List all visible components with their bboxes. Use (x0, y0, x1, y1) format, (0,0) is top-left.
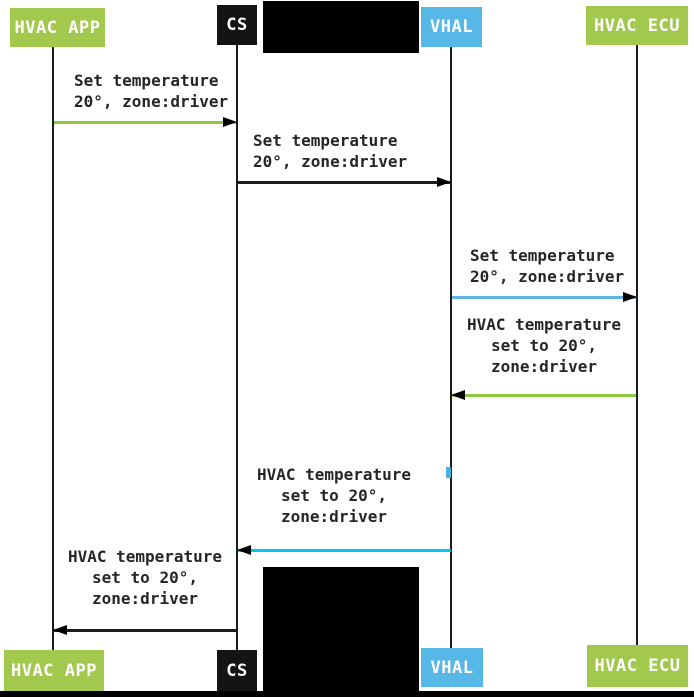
participant-hvac-ecu-bottom: HVAC ECU (587, 645, 688, 687)
message-line: zone:driver (281, 507, 387, 526)
arrow-vhal-to-cs (237, 545, 451, 555)
message-label-set-temp-cs-vhal: Set temperature 20°, zone:driver (253, 130, 407, 172)
lifeline-hvac-ecu (636, 45, 638, 645)
message-line: HVAC temperature (67, 547, 223, 566)
message-label-temp-set-cs-app: HVAC temperature set to 20°, zone:driver (47, 546, 243, 609)
message-line: Set temperature (470, 246, 615, 265)
message-label-temp-set-vhal-cs: HVAC temperature set to 20°, zone:driver (236, 464, 432, 527)
arrowhead-left (451, 390, 465, 400)
arrow-shaft (452, 394, 636, 397)
participant-vhal-bottom: VHAL (421, 648, 483, 687)
arrow-hvac-app-to-cs (54, 117, 237, 127)
participant-hvac-app-top: HVAC APP (10, 8, 105, 47)
redacted-region-bottom (263, 567, 419, 693)
activation-tick (446, 467, 451, 478)
arrow-cs-to-hvac-app (53, 625, 236, 635)
message-line: Set temperature (253, 131, 398, 150)
message-line: 20°, zone:driver (74, 92, 229, 111)
arrow-shaft (54, 121, 236, 124)
message-line: set to 20°, (92, 568, 198, 587)
arrowhead-left (237, 545, 251, 555)
arrow-hvac-ecu-to-vhal (451, 390, 636, 400)
message-line: 20°, zone:driver (470, 267, 625, 286)
message-line: set to 20°, (281, 486, 387, 505)
message-line: set to 20°, (491, 336, 597, 355)
arrowhead-left (53, 625, 67, 635)
arrowhead-right (223, 117, 237, 127)
message-label-temp-set-ecu-vhal: HVAC temperature set to 20°, zone:driver (451, 314, 637, 377)
arrow-shaft (452, 296, 636, 299)
redacted-bottom-strip (0, 691, 694, 697)
message-label-set-temp-app-cs: Set temperature 20°, zone:driver (74, 70, 228, 112)
participant-cs-top: CS (217, 5, 257, 45)
arrow-shaft (238, 549, 451, 552)
message-line: Set temperature (74, 71, 219, 90)
message-line: zone:driver (92, 589, 198, 608)
message-line: HVAC temperature (256, 465, 412, 484)
lifeline-vhal (450, 47, 452, 648)
arrowhead-right (623, 292, 637, 302)
message-line: HVAC temperature (466, 315, 622, 334)
participant-cs-bottom: CS (217, 650, 257, 691)
message-label-set-temp-vhal-ecu: Set temperature 20°, zone:driver (470, 245, 624, 287)
arrow-cs-to-vhal (238, 177, 451, 187)
message-line: zone:driver (491, 357, 597, 376)
arrow-shaft (54, 629, 236, 632)
lifeline-cs (236, 45, 238, 650)
participant-hvac-app-bottom: HVAC APP (4, 650, 104, 691)
redacted-region-top (263, 1, 419, 53)
arrow-vhal-to-hvac-ecu (452, 292, 637, 302)
arrow-shaft (238, 181, 450, 184)
participant-hvac-ecu-top: HVAC ECU (586, 6, 688, 45)
arrowhead-right (437, 177, 451, 187)
participant-vhal-top: VHAL (421, 7, 482, 47)
lifeline-hvac-app (52, 47, 54, 650)
message-line: 20°, zone:driver (253, 152, 408, 171)
